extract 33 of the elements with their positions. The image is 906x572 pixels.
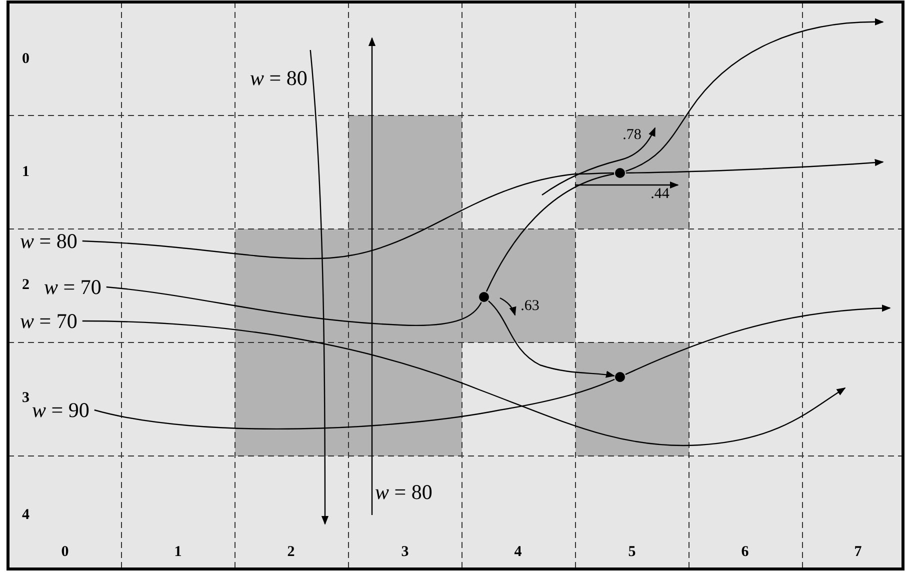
flow-curve — [82, 320, 846, 446]
probability-label: .78 — [622, 127, 642, 144]
column-number: 2 — [287, 544, 295, 561]
flow-curve — [82, 172, 614, 260]
weight-label: w = 90 — [32, 398, 90, 422]
flow-curve — [368, 37, 376, 515]
weight-label: w = 80 — [250, 66, 308, 90]
column-number: 7 — [854, 544, 862, 561]
row-number: 0 — [22, 51, 30, 68]
weight-label: w = 80 — [20, 229, 78, 253]
flow-curve — [106, 286, 482, 326]
flow-curve — [94, 378, 615, 430]
row-number: 4 — [22, 507, 30, 524]
row-number: 1 — [22, 164, 30, 181]
flow-curve — [625, 304, 891, 376]
column-number: 4 — [514, 544, 522, 561]
probability-label: .63 — [520, 298, 540, 315]
flow-curve — [626, 18, 884, 172]
flow-curve — [488, 300, 615, 378]
flow-curve — [486, 173, 614, 292]
column-number: 0 — [61, 544, 69, 561]
weight-label: w = 70 — [44, 275, 102, 299]
row-number: 3 — [22, 390, 30, 407]
column-number: 1 — [174, 544, 182, 561]
flow-curve — [310, 50, 329, 525]
row-number: 2 — [22, 277, 30, 294]
column-number: 6 — [741, 544, 749, 561]
weight-label: w = 80 — [375, 480, 432, 504]
probability-label: .44 — [650, 186, 670, 203]
column-number: 3 — [401, 544, 409, 561]
weight-label: w = 70 — [20, 309, 78, 333]
flow-curve — [626, 158, 884, 174]
column-number: 5 — [628, 544, 636, 561]
